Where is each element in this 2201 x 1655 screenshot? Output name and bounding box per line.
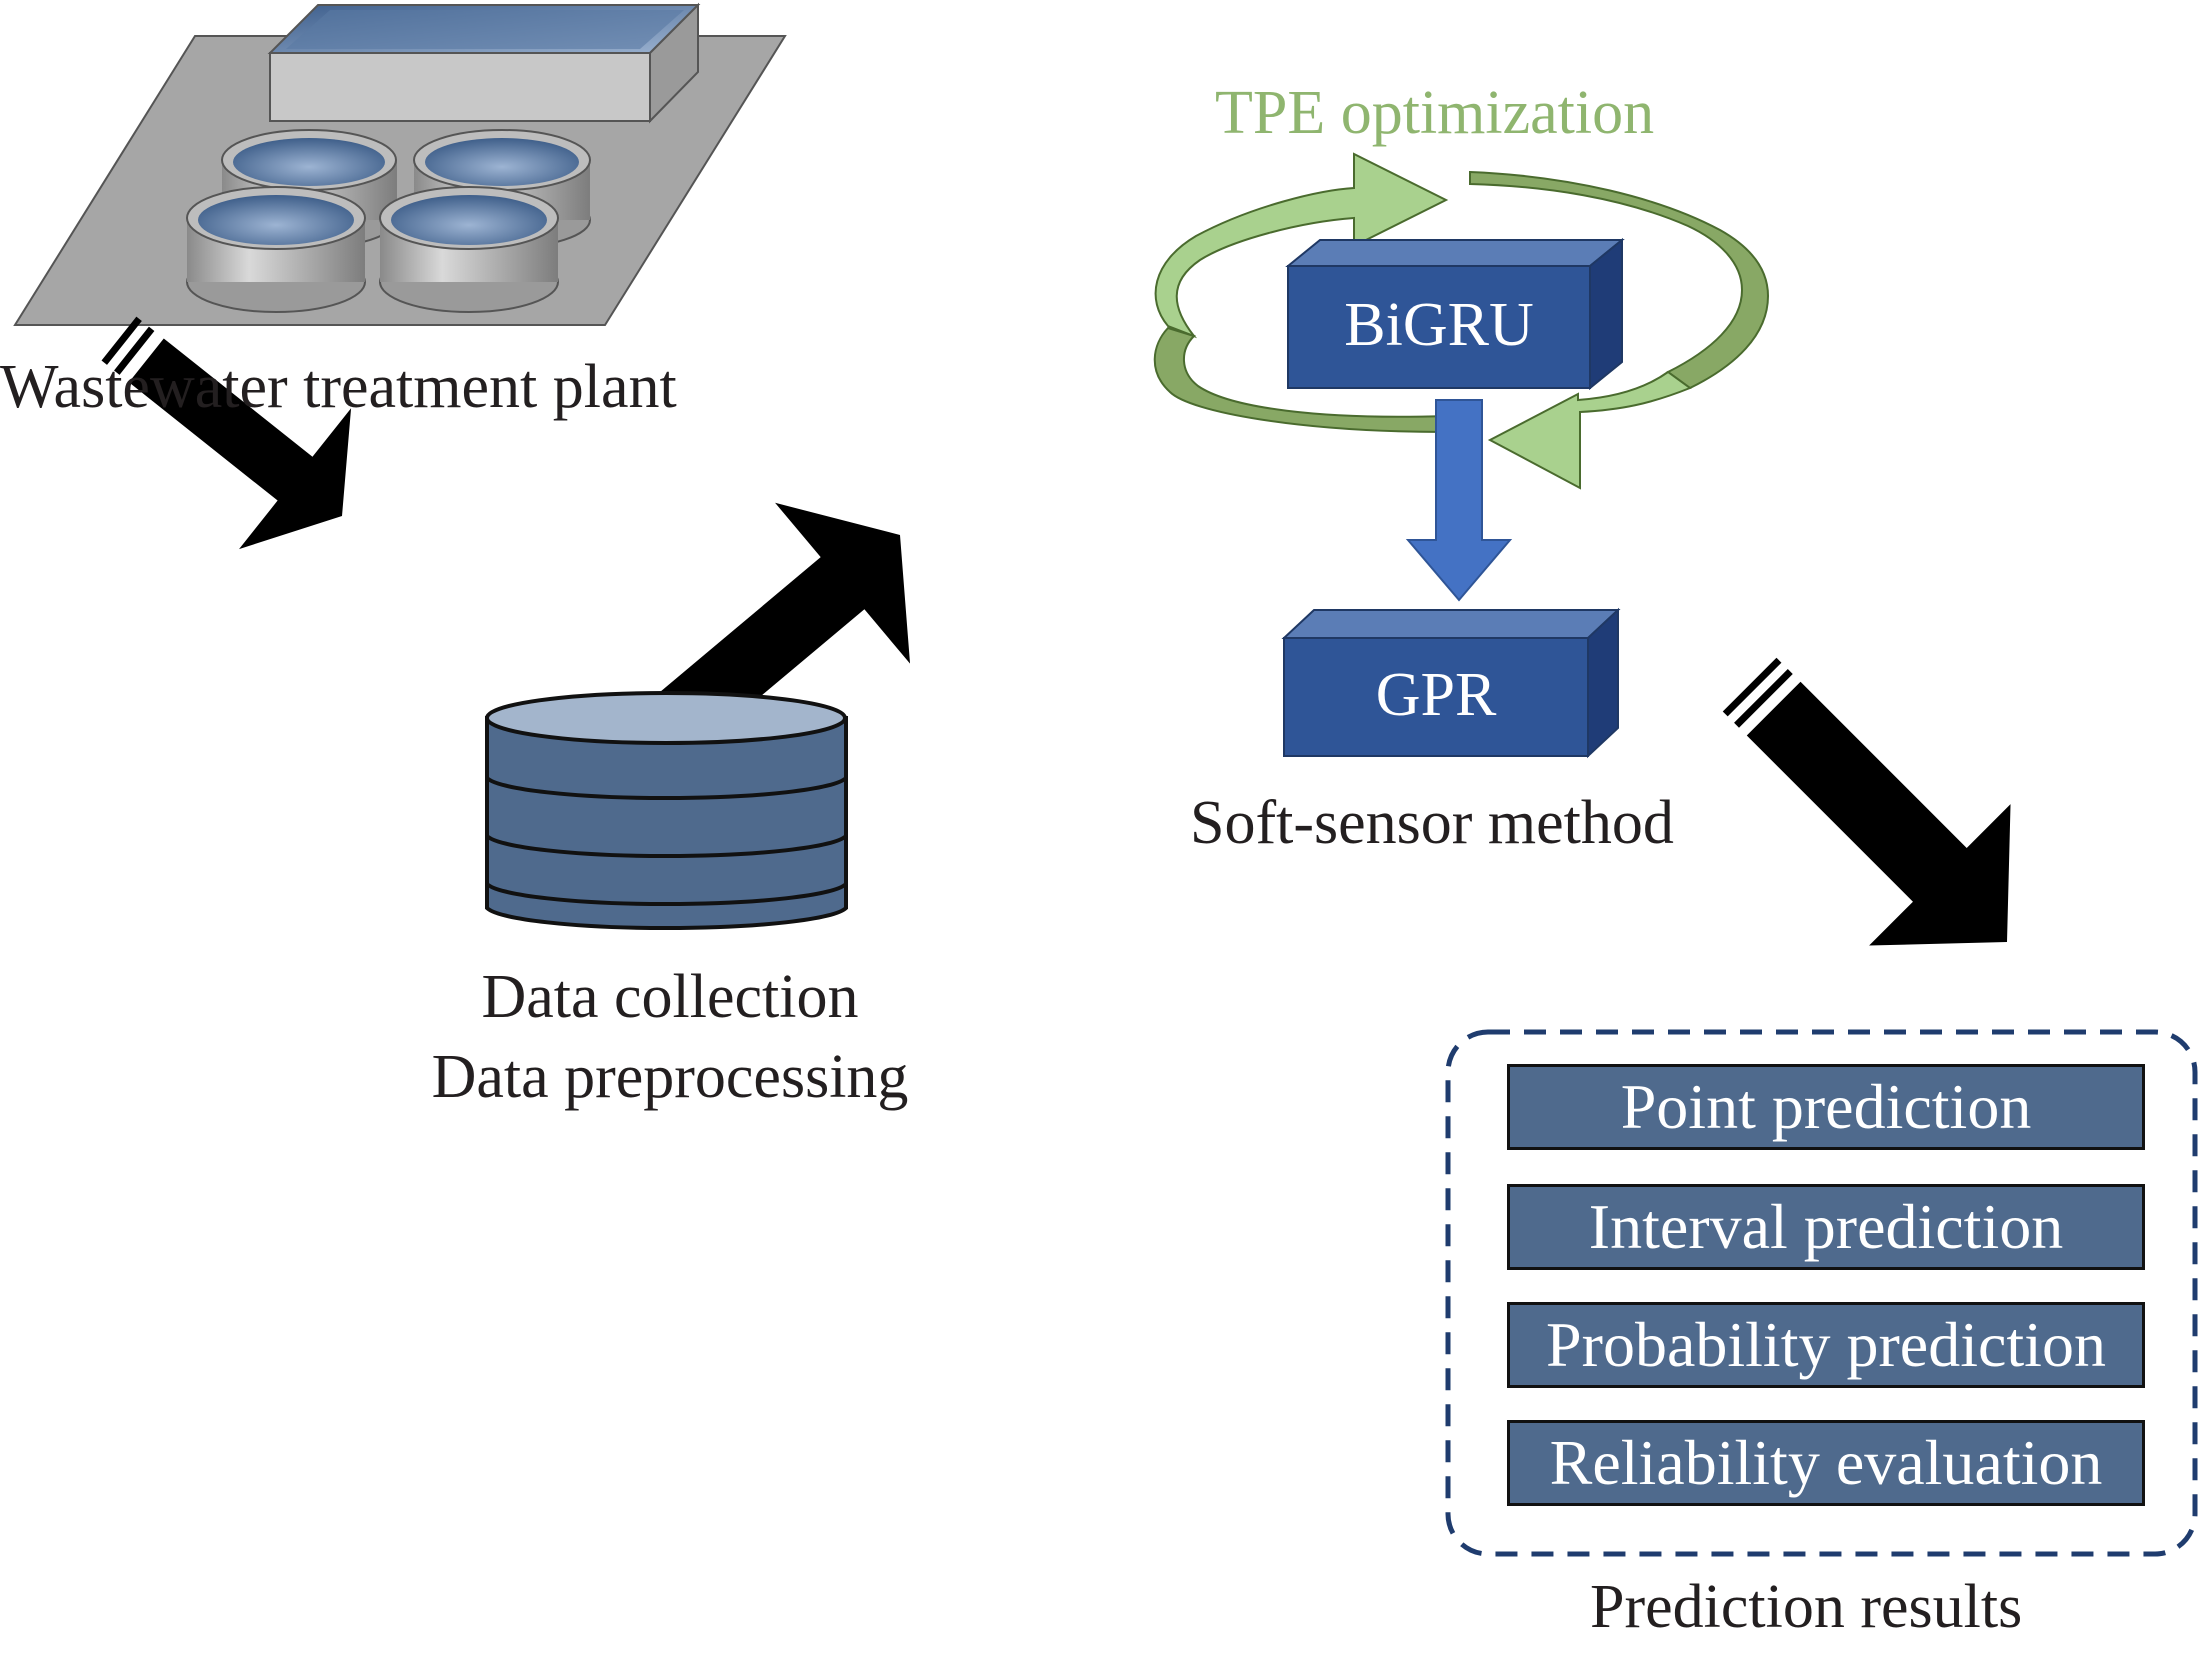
bigru-block xyxy=(1285,237,1625,391)
database-label-line2: Data preprocessing xyxy=(431,1043,909,1111)
prediction-results-caption: Prediction results xyxy=(1590,1573,2023,1641)
result-reliability-evaluation: Reliability evaluation xyxy=(1507,1420,2145,1506)
result-probability-prediction: Probability prediction xyxy=(1507,1302,2145,1388)
result-point-prediction: Point prediction xyxy=(1507,1064,2145,1150)
gpr-label: GPR xyxy=(1375,661,1497,729)
prediction-results-frame xyxy=(1445,1029,2198,1557)
result-interval-prediction: Interval prediction xyxy=(1507,1184,2145,1270)
arrow-softsensor-to-results xyxy=(1722,657,2011,946)
bigru-label: BiGRU xyxy=(1344,291,1534,359)
wastewater-plant-icon xyxy=(13,2,787,326)
database-icon xyxy=(485,691,848,931)
tpe-optimization-loop xyxy=(1153,152,1770,490)
softsensor-caption: Soft-sensor method xyxy=(1190,789,1674,857)
database-label-line1: Data collection xyxy=(481,963,859,1031)
tpe-optimization-label: TPE optimization xyxy=(1215,79,1655,147)
gpr-block xyxy=(1281,607,1621,759)
arrow-bigru-to-gpr xyxy=(1405,399,1513,602)
plant-label: Wastewater treatment plant xyxy=(0,353,677,421)
arrow-plant-to-data xyxy=(101,316,352,550)
